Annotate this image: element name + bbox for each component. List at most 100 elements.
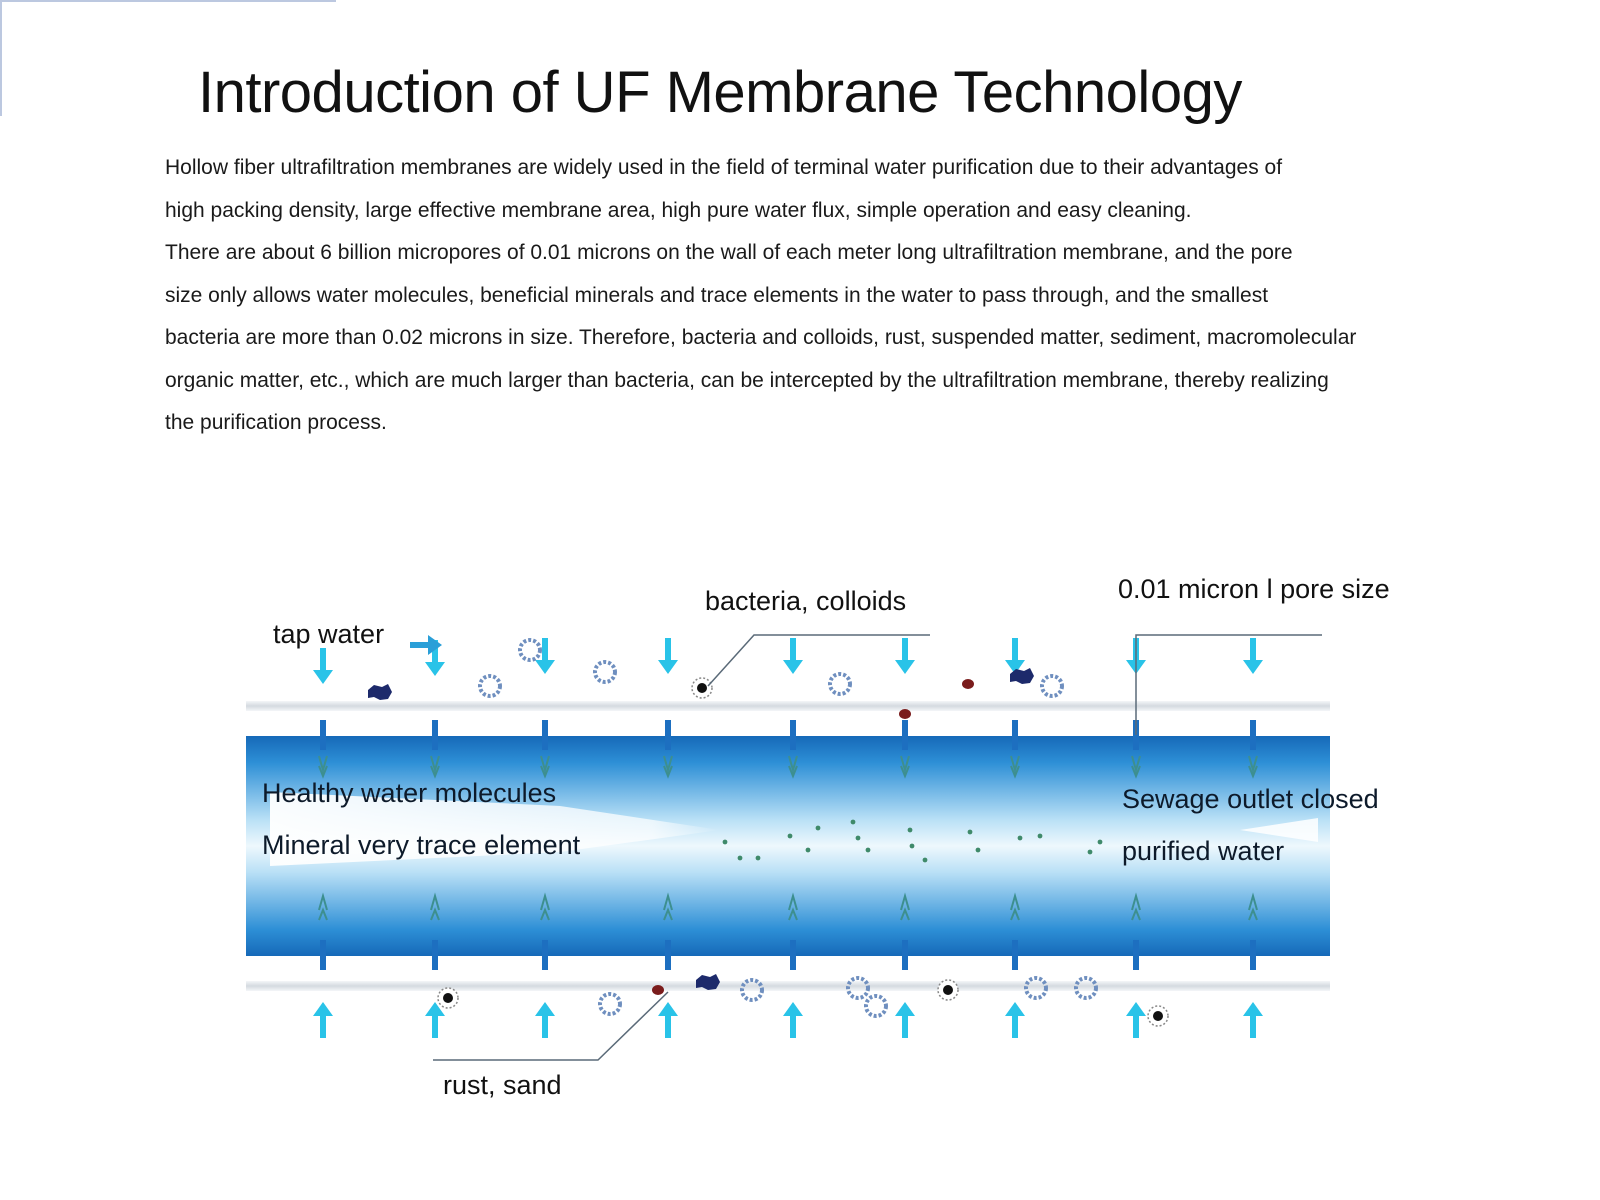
inflow-marker <box>540 755 550 779</box>
sand-particle-icon <box>1010 668 1034 684</box>
inflow-marker <box>900 892 910 921</box>
inflow-marker <box>318 755 328 779</box>
slide-corner-line-top <box>0 0 336 2</box>
inflow-marker <box>430 892 440 921</box>
healthy-water-label: Healthy water molecules <box>262 778 557 808</box>
up-arrow-icon <box>1126 1002 1146 1038</box>
down-arrow-icon <box>425 640 445 676</box>
bacteria-colloids-label: bacteria, colloids <box>705 586 907 616</box>
bacteria-core <box>943 985 953 995</box>
colloid-ring-icon <box>598 992 622 1016</box>
inflow-marker <box>788 892 798 921</box>
up-arrow-icon <box>313 1002 333 1038</box>
colloid-ring-icon <box>1040 674 1064 698</box>
up-arrow-icon <box>658 1002 678 1038</box>
inflow-marker <box>788 755 798 779</box>
sewage-outlet-label: Sewage outlet closed <box>1122 784 1379 814</box>
colloid-ring-icon <box>1024 976 1048 1000</box>
membrane-wall-top <box>246 701 1330 711</box>
mineral-dot <box>737 855 743 861</box>
intro-line: size only allows water molecules, benefi… <box>165 283 1269 307</box>
mineral-label: Mineral very trace element <box>262 830 581 860</box>
pore-channel <box>1250 940 1256 970</box>
mineral-dot <box>722 839 728 845</box>
down-arrow-icon <box>895 638 915 674</box>
intro-line: There are about 6 billion micropores of … <box>165 241 1293 264</box>
pore-channel <box>1012 940 1018 970</box>
inflow-marker <box>318 892 328 921</box>
inflow-marker <box>1248 892 1258 921</box>
inflow-marker <box>900 755 910 779</box>
bacteria-core <box>443 993 453 1003</box>
pore-channel <box>542 720 548 750</box>
bacteria-core <box>697 683 707 693</box>
inflow-marker <box>1248 755 1258 779</box>
colloid-ring-icon <box>478 674 502 698</box>
pore-channel <box>432 940 438 970</box>
colloid-ring-icon <box>828 672 852 696</box>
colloid-ring-icon <box>740 978 764 1002</box>
mineral-dot <box>865 847 871 853</box>
intro-line: high packing density, large effective me… <box>165 198 1192 222</box>
up-arrow-icon <box>535 1002 555 1038</box>
inflow-marker <box>430 755 440 779</box>
mineral-dot <box>975 847 981 853</box>
down-arrow-icon <box>658 638 678 674</box>
inflow-marker <box>540 892 550 921</box>
up-arrow-icon <box>1243 1002 1263 1038</box>
sand-particle-icon <box>696 974 720 990</box>
pore-size-label: 0.01 micron l pore size <box>1118 574 1390 604</box>
mineral-dot <box>967 829 973 835</box>
uf-membrane-diagram: tap water bacteria, colloids 0.01 micron… <box>0 560 1600 1160</box>
pore-channel <box>1012 720 1018 750</box>
inflow-marker <box>663 755 673 779</box>
mineral-dot <box>815 825 821 831</box>
rust-particle-icon <box>962 679 974 689</box>
pore-channel <box>665 940 671 970</box>
inflow-marker <box>1131 892 1141 921</box>
inflow-marker <box>1010 755 1020 779</box>
pore-channel <box>665 720 671 750</box>
inflow-marker <box>1131 755 1141 779</box>
pore-channel <box>790 940 796 970</box>
sand-particle-icon <box>368 684 392 700</box>
intro-line: organic matter, etc., which are much lar… <box>165 368 1329 392</box>
colloid-ring-icon <box>1074 976 1098 1000</box>
outlet-streak <box>1240 818 1318 842</box>
membrane-wall-bottom <box>246 981 1330 991</box>
inflow-marker <box>663 892 673 921</box>
up-arrow-icon <box>425 1002 445 1038</box>
mineral-dot <box>1087 849 1093 855</box>
colloid-ring-icon <box>593 660 617 684</box>
bacteria-core <box>1153 1011 1163 1021</box>
down-arrow-icon <box>1243 638 1263 674</box>
flow-streak <box>270 792 720 866</box>
right-arrow-icon <box>410 635 442 655</box>
pore-channel <box>1133 940 1139 970</box>
pore-channel <box>902 940 908 970</box>
mineral-dot <box>1097 839 1103 845</box>
down-arrow-icon <box>313 648 333 684</box>
pore-channel <box>790 720 796 750</box>
down-arrow-icon <box>783 638 803 674</box>
page-title: Introduction of UF Membrane Technology <box>198 59 1242 125</box>
intro-paragraph: Hollow fiber ultrafiltration membranes a… <box>165 147 1575 445</box>
pore-channel <box>1250 720 1256 750</box>
slide-corner-line-left <box>0 0 2 116</box>
pore-channel <box>902 720 908 750</box>
rust-particle-icon <box>652 985 664 995</box>
diagram-canvas <box>246 634 1330 1061</box>
mineral-dot <box>907 827 913 833</box>
colloid-ring-icon <box>846 976 870 1000</box>
mineral-dot <box>909 843 915 849</box>
pore-size-leader-line <box>1135 634 1322 735</box>
mineral-dot <box>787 833 793 839</box>
mineral-dot <box>805 847 811 853</box>
mineral-dot <box>855 835 861 841</box>
down-arrow-icon <box>535 638 555 674</box>
up-arrow-icon <box>783 1002 803 1038</box>
pore-channel <box>320 940 326 970</box>
intro-line: Hollow fiber ultrafiltration membranes a… <box>165 156 1283 179</box>
intro-line: the purification process. <box>165 411 387 434</box>
down-arrow-icon <box>1005 638 1025 674</box>
